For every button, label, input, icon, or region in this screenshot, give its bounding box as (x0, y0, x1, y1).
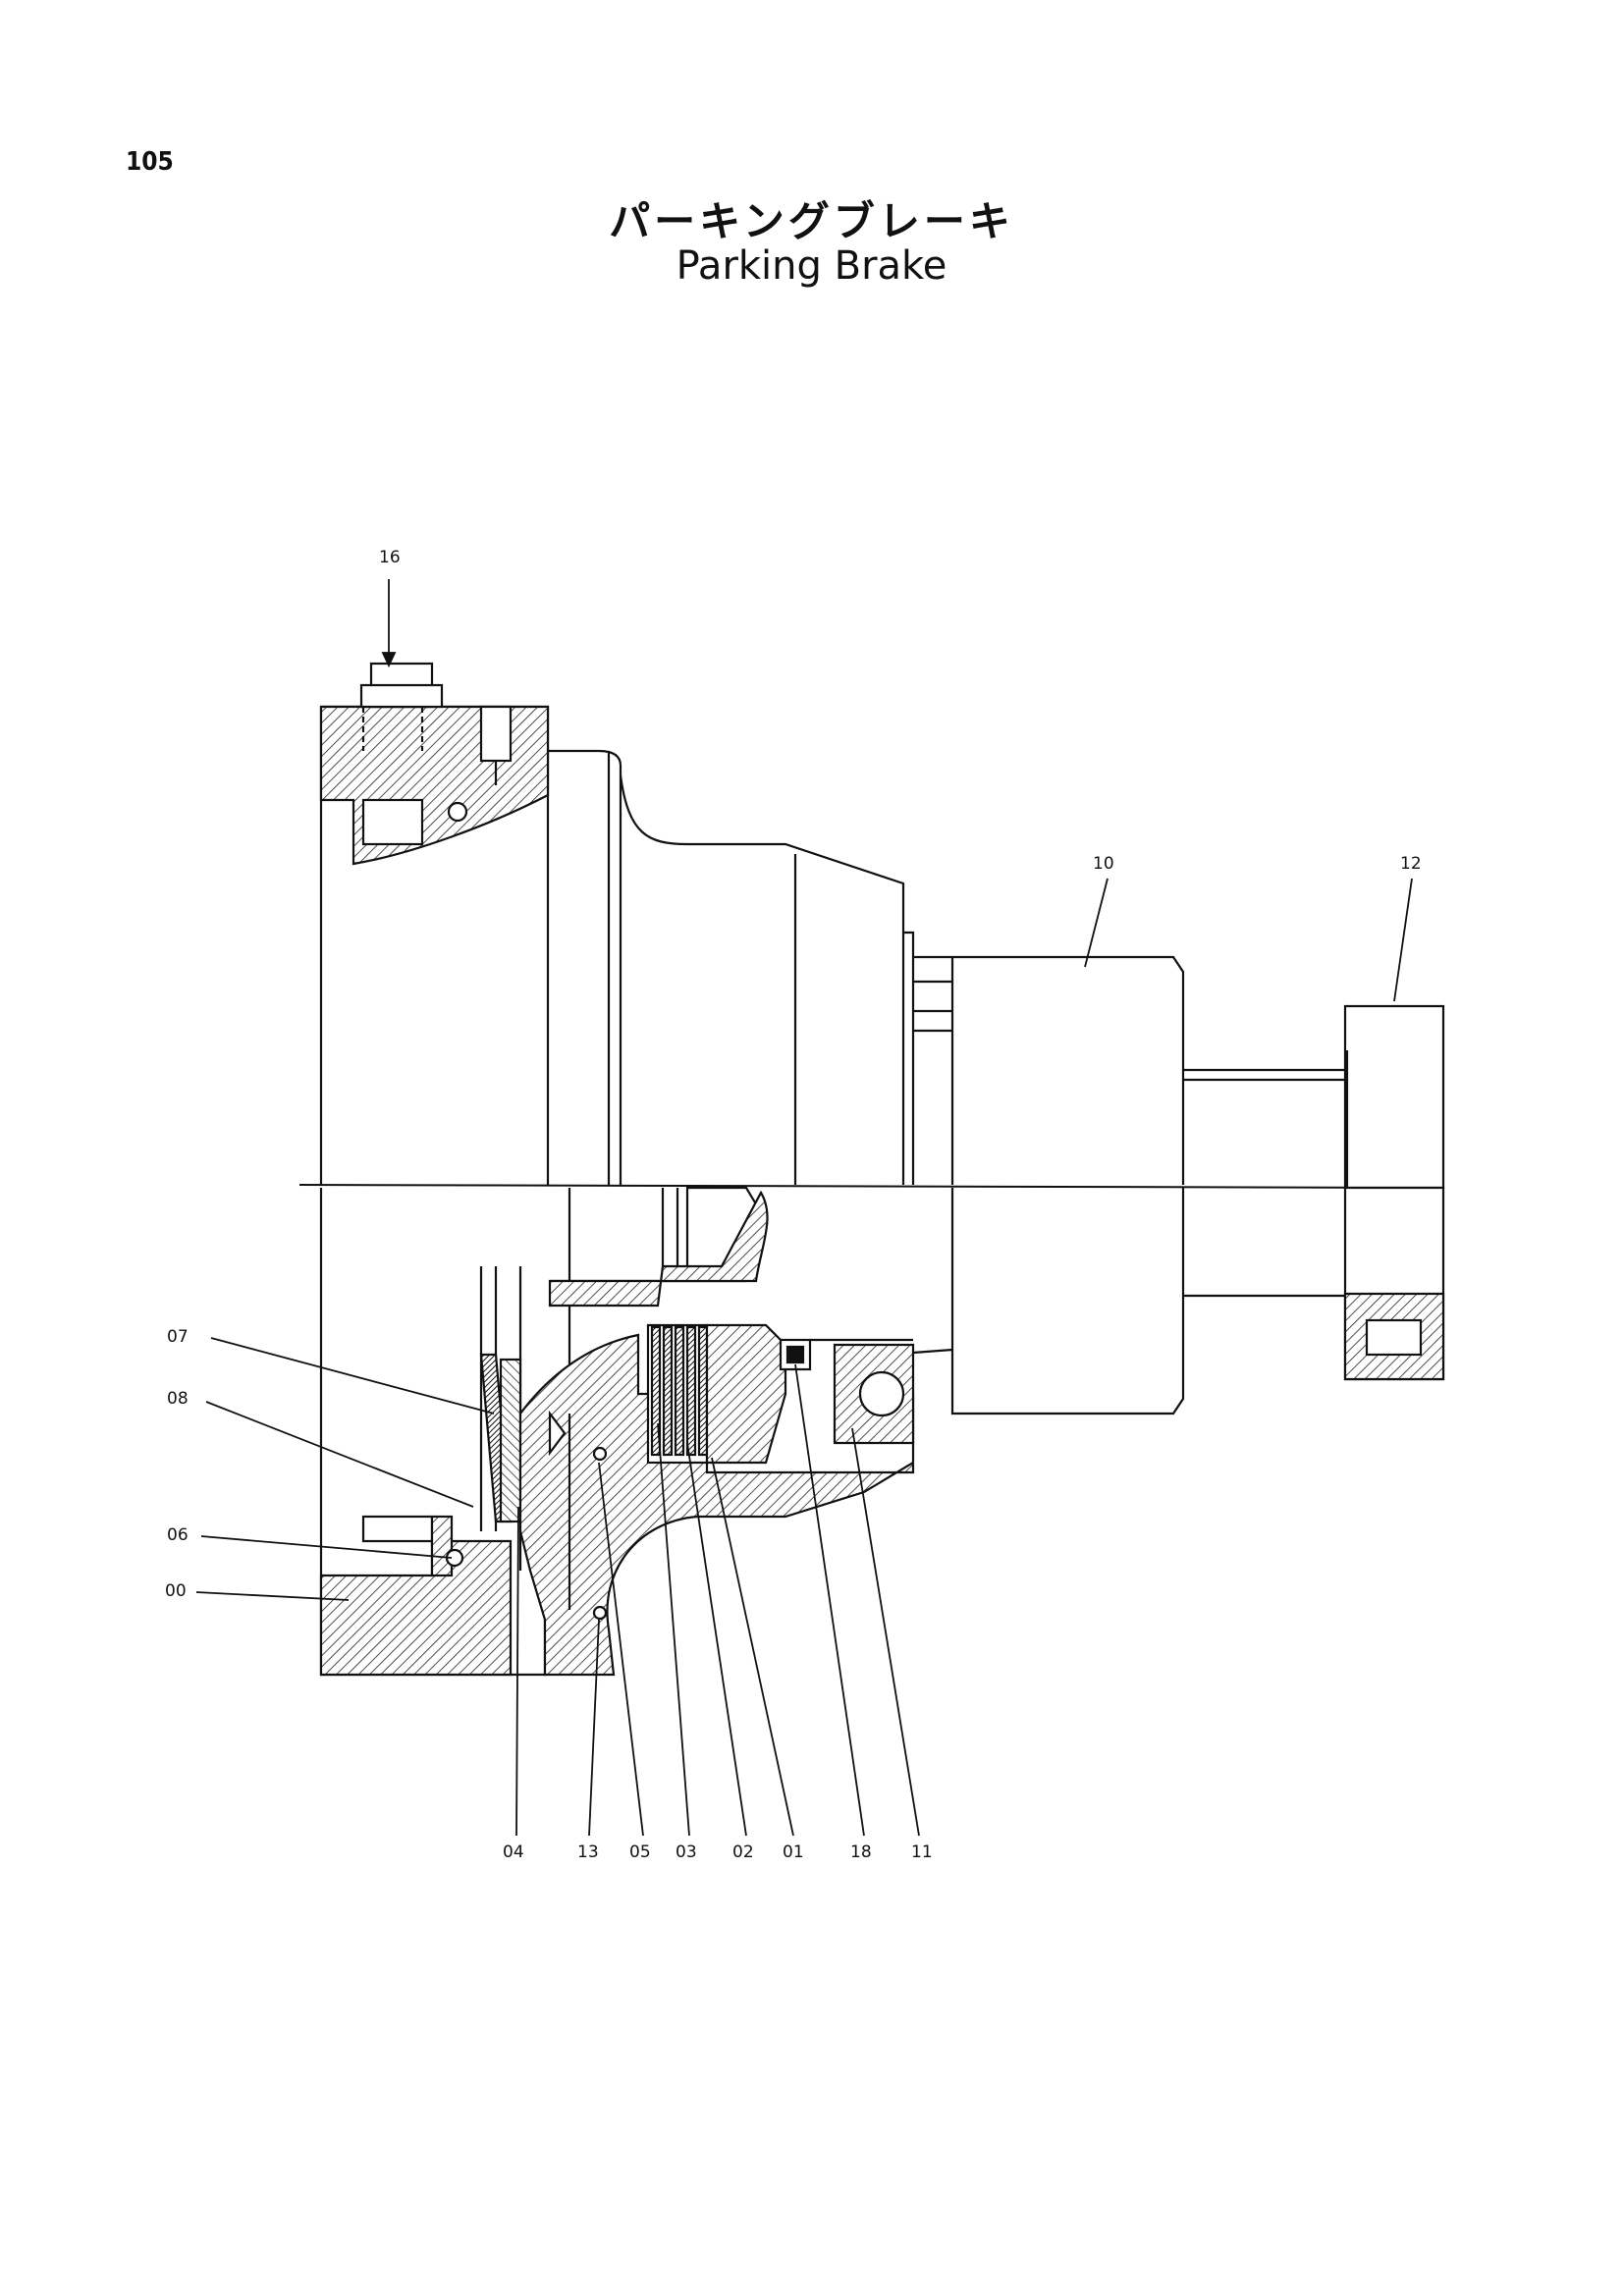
piston-04 (518, 1333, 915, 1677)
label-16: 16 (379, 548, 401, 567)
separator-plate-02 (674, 1325, 685, 1457)
label-00: 00 (165, 1581, 187, 1601)
friction-plate-03b (662, 1325, 674, 1457)
friction-plate-01 (697, 1325, 709, 1457)
label-01: 01 (783, 1842, 804, 1862)
label-18: 18 (850, 1842, 872, 1862)
friction-plate-03 (650, 1325, 662, 1457)
title-japanese: パーキングブレーキ (609, 197, 1014, 245)
plate-08 (499, 1358, 522, 1523)
page-number: 105 (126, 147, 174, 177)
label-07: 07 (167, 1327, 189, 1347)
label-13: 13 (577, 1842, 599, 1862)
separator-plate-02b (685, 1325, 697, 1457)
label-11: 11 (911, 1842, 933, 1862)
o-ring-05 (592, 1446, 608, 1462)
label-05: 05 (629, 1842, 651, 1862)
housing-00 (319, 1539, 513, 1677)
center-axis-line (298, 1184, 1444, 1189)
label-08: 08 (167, 1389, 189, 1409)
label-03: 03 (676, 1842, 697, 1862)
coupling-12-upper (1343, 1004, 1445, 1190)
label-06: 06 (167, 1525, 189, 1545)
o-ring-13 (592, 1605, 608, 1621)
label-10: 10 (1093, 854, 1114, 874)
label-02: 02 (732, 1842, 754, 1862)
o-ring-upper (447, 801, 468, 823)
hub-10-lower (950, 1188, 1185, 1415)
bearing-11 (858, 1370, 905, 1417)
brake-hub-upper (548, 1190, 769, 1308)
title-english: Parking Brake (676, 243, 947, 289)
label-12: 12 (1400, 854, 1422, 874)
label-04: 04 (503, 1842, 524, 1862)
hub-10-upper (950, 955, 1185, 1185)
